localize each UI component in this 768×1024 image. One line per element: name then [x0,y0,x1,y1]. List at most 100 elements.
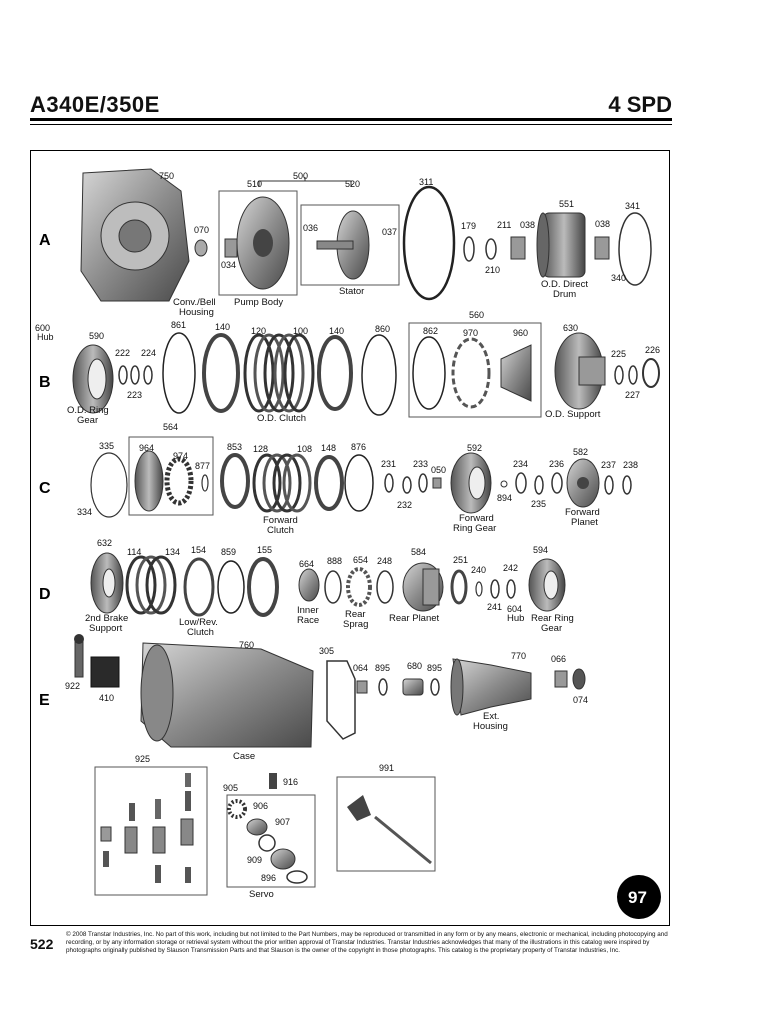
label-stator: Stator [339,286,364,297]
label-second-brake-1: 2nd Brake [85,613,128,624]
ring-341 [618,212,652,286]
part-num-231: 231 [381,459,396,469]
part-num-859: 859 [221,547,236,557]
part-num-155: 155 [257,545,272,555]
seal-064 [356,680,368,694]
manual-shaft-991 [347,795,432,865]
ring-895b [430,678,440,696]
label-forward-clutch-1: Forward [263,515,298,526]
bell-housing [80,168,190,302]
label-rear-planet: Rear Planet [389,613,440,624]
gasket-305 [326,660,356,740]
page-badge-number: 97 [628,888,647,907]
bushing-066 [554,670,568,688]
part-num-064: 064 [353,663,368,673]
seal-074 [572,668,586,690]
snap-ring-862 [412,336,446,410]
washer-251 [450,569,468,605]
part-num-895a: 895 [375,663,390,673]
cover-909 [270,848,296,870]
speed-label: 4 SPD [608,92,672,117]
washer-225 [614,365,624,385]
label-second-brake-2: Support [89,623,123,634]
washer-233 [418,473,428,493]
bushing-034 [224,238,238,258]
washer-224 [143,365,153,385]
sprag-970 [451,337,491,409]
solenoid-410 [90,656,120,688]
part-680 [402,678,424,696]
od-clutch-pack [243,333,315,413]
part-num-894: 894 [497,493,512,503]
solenoid-922 [74,634,84,678]
part-num-128: 128 [253,444,268,454]
header-rule-thin [30,124,672,125]
extension-housing [450,658,532,716]
copyright-notice: © 2008 Transtar Industries, Inc. No part… [66,931,668,954]
label-od-ring-gear-1: O.D. Ring [67,405,109,416]
washer-227 [628,365,638,385]
label-forward-clutch-2: Clutch [267,525,294,536]
part-num-853: 853 [227,442,242,452]
forward-ring-gear [450,452,492,514]
stator [316,210,370,280]
od-direct-drum [536,212,586,278]
part-num-960: 960 [513,328,528,338]
part-num-895b: 895 [427,663,442,673]
inner-race [298,568,320,602]
label-forward-ring-gear-2: Ring Gear [453,523,496,534]
part-num-560: 560 [469,310,484,320]
part-num-861: 861 [171,320,186,330]
part-num-970: 970 [463,328,478,338]
box-991 [336,776,436,872]
washer-237 [604,475,614,495]
pump-body [236,196,290,290]
box-564 [128,436,214,516]
part-num-964: 964 [139,443,154,453]
label-servo: Servo [249,889,274,900]
part-num-584: 584 [411,547,426,557]
page-number: 522 [30,936,54,952]
valve-springs [100,773,194,883]
part-num-210: 210 [485,265,500,275]
part-num-038a: 038 [520,220,535,230]
part-num-862: 862 [423,326,438,336]
piston-964 [134,450,164,512]
rear-planet [402,562,444,612]
part-num-311: 311 [419,177,433,187]
header-rule [30,118,672,121]
parts-diagram-panel: A B C D E 750 070 034 Conv./Bell Housing… [30,150,670,926]
row-letter-b: B [39,374,51,391]
part-num-896: 896 [261,873,276,883]
servo-box [226,794,316,888]
ring-909a [258,834,276,852]
bushing-038 [510,236,526,260]
ring-248 [376,570,394,604]
spring-974 [164,456,194,506]
part-num-877: 877 [195,461,210,471]
washer-238 [622,475,632,495]
part-num-070: 070 [194,225,209,235]
part-num-888: 888 [327,556,342,566]
low-rev-clutch-pack [125,555,177,615]
part-num-037: 037 [382,227,397,237]
part-num-590: 590 [89,331,104,341]
part-num-241: 241 [487,602,502,612]
snap-ring-876 [344,454,374,512]
exploded-parts-diagram: A B C D E 750 070 034 Conv./Bell Housing… [35,168,661,919]
label-forward-ring-gear-1: Forward [459,513,494,524]
part-num-114: 114 [127,547,141,557]
part-num-074: 074 [573,695,588,705]
part-num-905: 905 [223,783,238,793]
page-badge [617,875,661,919]
plate-140b [317,335,353,411]
transmission-case [140,642,314,748]
row-letter-c: C [39,480,51,497]
part-num-234: 234 [513,459,528,469]
part-num-242: 242 [503,563,518,573]
washer-894 [500,480,508,488]
part-num-305: 305 [319,646,334,656]
part-num-582: 582 [573,447,588,457]
hub-label-b: Hub [37,332,54,342]
snap-ring-859 [217,560,245,614]
